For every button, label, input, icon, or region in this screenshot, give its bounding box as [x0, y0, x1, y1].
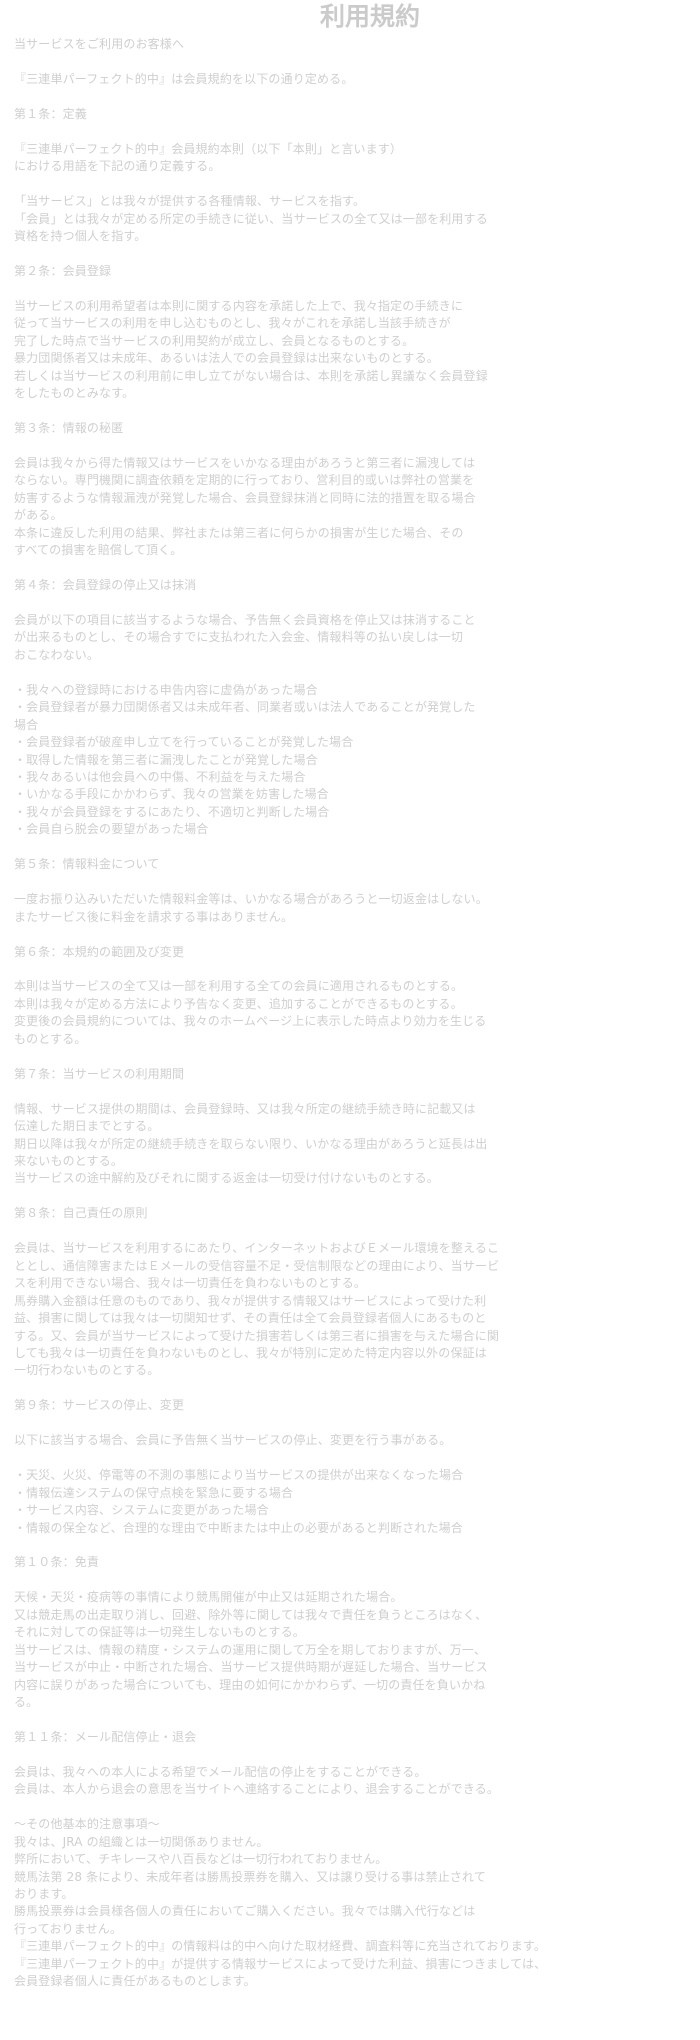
- text-line: 資格を持つ個人を指す。: [14, 228, 147, 243]
- text-line: 『三連単パーフェクト的中』は会員規約を以下の通り定める。: [14, 71, 354, 86]
- text-line: 会員は、我々への本人による希望でメール配信の停止をすることができる。: [14, 1764, 427, 1779]
- text-line: 本則は当サービスの全て又は一部を利用する全ての会員に適用されるものとする。: [14, 979, 464, 994]
- text-line: 当サービスの利用希望者は本則に関する内容を承諾した上で、我々指定の手続きに: [14, 298, 464, 313]
- text-line: 場合: [14, 717, 39, 732]
- text-line: 変更後の会員規約については、我々のホームページ上に表示した時点より効力を生じる: [14, 1014, 487, 1029]
- text-line: ならない。専門機関に調査依頼を定期的に行っており、営利目的或いは弊社の営業を: [14, 473, 475, 488]
- text-line: ・会員登録者が破産申し立てを行っていることが発覚した場合: [14, 735, 354, 750]
- text-line: 馬券購入金額は任意のものであり、我々が提供する情報又はサービスによって受けた利: [14, 1293, 487, 1308]
- text-line: 我々は、JRA の組織とは一切関係ありません。: [14, 1834, 269, 1849]
- text-line: が出来るものとし、その場合すでに支払われた入会金、情報料等の払い戻しは一切: [14, 630, 464, 645]
- text-line: 当サービスは、情報の精度・システムの運用に関して万全を期しておりますが、万一、: [14, 1642, 487, 1657]
- text-line: 暴力団関係者又は未成年、あるいは法人での会員登録は出来ないものとする。: [14, 351, 439, 366]
- text-line: 従って当サービスの利用を申し込むものとし、我々がこれを承諾し当該手続きが: [14, 316, 451, 331]
- text-line: をしたものとみなす。: [14, 386, 135, 401]
- text-line: 勝馬投票券は会員様各個人の責任においてご購入ください。我々では購入代行などは: [14, 1904, 476, 1919]
- text-line: ・会員登録者が暴力団関係者又は未成年者、同業者或いは法人であることが発覚した: [14, 700, 476, 715]
- text-line: 第７条：当サービスの利用期間: [14, 1066, 185, 1081]
- text-line: ・情報の保全など、合理的な理由で中断または中止の必要があると判断された場合: [14, 1520, 463, 1535]
- text-line: ・いかなる手段にかかわらず、我々の営業を妨害した場合: [14, 787, 329, 802]
- text-line: 情報、サービス提供の期間は、会員登録時、又は我々所定の継続手続き時に記載又は: [14, 1101, 476, 1116]
- text-line: ・取得した情報を第三者に漏洩したことが発覚した場合: [14, 752, 318, 767]
- text-line: 競馬法第 28 条により、未成年者は勝馬投票券を購入、又は譲り受ける事は禁止され…: [14, 1869, 486, 1884]
- text-line: 第８条：自己責任の原則: [14, 1206, 148, 1221]
- text-line: ・サービス内容、システムに変更があった場合: [14, 1503, 269, 1518]
- terms-body: 当サービスをご利用のお客様へ 『三連単パーフェクト的中』は会員規約を以下の通り定…: [14, 36, 686, 1991]
- text-line: すべての損害を賠償して頂く。: [14, 543, 183, 558]
- text-line: ・我々が会員登録をするにあたり、不適切と判断した場合: [14, 804, 330, 819]
- text-line: がある。: [14, 508, 63, 523]
- text-line: 期日以降は我々が所定の継続手続きを取らない限り、いかなる理由があろうと延長は出: [14, 1136, 488, 1151]
- text-line: 会員が以下の項目に該当するような場合、予告無く会員資格を停止又は抹消すること: [14, 612, 476, 627]
- text-line: 本則は我々が定める方法により予告なく変更、追加することができるものとする。: [14, 996, 463, 1011]
- text-line: 以下に該当する場合、会員に予告無く当サービスの停止、変更を行う事がある。: [14, 1433, 452, 1448]
- text-line: 「当サービス」とは我々が提供する各種情報、サービスを指す。: [14, 194, 366, 209]
- text-line: 会員は我々から得た情報又はサービスをいかなる理由があろうと第三者に漏洩しては: [14, 455, 476, 470]
- text-line: 第６条：本規約の範囲及び変更: [14, 944, 185, 959]
- text-line: 会員登録者個人に責任があるものとします。: [14, 1974, 256, 1989]
- text-line: ととし、通信障害またはＥメールの受信容量不足・受信制限などの理由により、当サービ: [14, 1258, 500, 1273]
- text-line: 当サービスをご利用のお客様へ: [14, 37, 185, 51]
- text-line: 第５条：情報料金について: [14, 857, 160, 872]
- text-line: 会員は、本人から退会の意思を当サイトへ連絡することにより、退会することができる。: [14, 1782, 500, 1797]
- text-line: 第２条：会員登録: [14, 263, 112, 278]
- text-line: 弊所において、チキレースや八百長などは一切行われておりません。: [14, 1852, 388, 1867]
- text-line: 伝達した期日までとする。: [14, 1119, 160, 1134]
- text-line: 完了した時点で当サービスの利用契約が成立し、会員となるものとする。: [14, 333, 415, 348]
- text-line: 第３条：情報の秘匿: [14, 420, 124, 435]
- text-line: 天候・天災・疫病等の事情により競馬開催が中止又は延期された場合。: [14, 1590, 403, 1605]
- text-line: 妨害するような情報漏洩が発覚した場合、会員登録抹消と同時に法的措置を取る場合: [14, 490, 476, 505]
- text-line: 第４条：会員登録の停止又は抹消: [14, 578, 197, 593]
- text-line: スを利用できない場合、我々は一切責任を負わないものとする。: [14, 1276, 366, 1291]
- text-line: またサービス後に料金を請求する事はありません。: [14, 909, 294, 924]
- text-line: 『三連単パーフェクト的中』が提供する情報サービスによって受けた利益、損害につきま…: [14, 1956, 547, 1971]
- text-line: 一切行わないものとする。: [14, 1363, 160, 1378]
- text-line: する。又、会員が当サービスによって受けた損害若しくは第三者に損害を与えた場合に関: [14, 1328, 500, 1343]
- text-line: 内容に誤りがあった場合についても、理由の如何にかかわらず、一切の責任を負いかね: [14, 1677, 486, 1692]
- text-line: 又は競走馬の出走取り消し、回避、除外等に関しては我々で責任を負うところはなく、: [14, 1607, 488, 1622]
- page-title: 利用規約: [319, 2, 420, 31]
- text-line: ・情報伝達システムの保守点検を緊急に要する場合: [14, 1485, 294, 1500]
- text-line: る。: [14, 1695, 39, 1710]
- text-line: 「会員」とは我々が定める所定の手続きに従い、当サービスの全て又は一部を利用する: [14, 211, 488, 226]
- text-line: しても我々は一切責任を負わないものとし、我々が特別に定めた特定内容以外の保証は: [14, 1345, 487, 1360]
- text-line: 会員は、当サービスを利用するにあたり、インターネットおよびＥメール環境を整えるこ: [14, 1241, 500, 1256]
- text-line: 益、損害に関しては我々は一切関知せず、その責任は全て会員登録者個人にあるものと: [14, 1311, 487, 1326]
- text-line: 当サービスが中止・中断された場合、当サービス提供時期が遅延した場合、当サービス: [14, 1660, 488, 1675]
- text-line: 第１１条：メール配信停止・退会: [14, 1729, 197, 1744]
- text-line: 『三連単パーフェクト的中』の情報料は的中へ向けた取材経費、調査料等に充当されてお…: [14, 1939, 546, 1954]
- text-line: 本条に違反した利用の結果、弊社または第三者に何らかの損害が生じた場合、その: [14, 525, 464, 540]
- text-line: ～その他基本的注意事項～: [14, 1817, 160, 1832]
- text-line: ・会員自ら脱会の要望があった場合: [14, 822, 209, 837]
- text-line: おります。: [14, 1887, 74, 1902]
- text-line: 第９条：サービスの停止、変更: [14, 1398, 185, 1413]
- text-line: 第１条：定義: [14, 106, 87, 121]
- text-line: 若しくは当サービスの利用前に申し立てがない場合は、本則を承諾し異議なく会員登録: [14, 368, 488, 383]
- text-line: 一度お振り込みいただいた情報料金等は、いかなる場合があろうと一切返金はしない。: [14, 892, 488, 907]
- text-line: 『三連単パーフェクト的中』会員規約本則（以下「本則」と言います）: [14, 141, 403, 156]
- text-line: それに対しての保証等は一切発生しないものとする。: [14, 1625, 305, 1640]
- text-line: 行っておりません。: [14, 1921, 123, 1936]
- text-line: ・我々あるいは他会員への中傷、不利益を与えた場合: [14, 770, 306, 785]
- text-line: における用語を下記の通り定義する。: [14, 159, 221, 174]
- text-line: ・我々への登録時における申告内容に虚偽があった場合: [14, 682, 318, 697]
- text-line: ものとする。: [14, 1031, 87, 1046]
- text-line: 来ないものとする。: [14, 1154, 123, 1168]
- text-line: 第１０条：免責: [14, 1555, 100, 1570]
- text-line: ・天災、火災、停電等の不測の事態により当サービスの提供が出来なくなった場合: [14, 1468, 464, 1483]
- text-line: 当サービスの途中解約及びそれに関する返金は一切受け付けないものとする。: [14, 1171, 439, 1186]
- text-line: おこなわない。: [14, 647, 100, 662]
